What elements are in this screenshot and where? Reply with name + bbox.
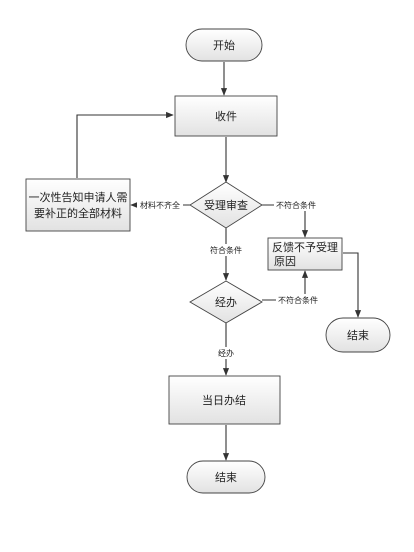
- edge-label-bg: [212, 347, 240, 359]
- edge-label-bg: [137, 199, 183, 211]
- edge-label-bg: [276, 294, 320, 306]
- edge-feedback-end: [343, 252, 362, 318]
- edge-label-met-review: 符合条件: [210, 245, 242, 255]
- edge-notify-receive: [76, 111, 174, 178]
- receive-label: 收件: [215, 109, 237, 123]
- feedback-label-line1: 反馈不予受理: [272, 241, 338, 254]
- start-label: 开始: [213, 38, 235, 52]
- handle-decision: 经办: [189, 280, 263, 324]
- review-label: 受理审查: [204, 198, 248, 212]
- end-bottom-node: 结束: [186, 460, 266, 494]
- notify-node: 一次性告知申请人需 要补正的全部材料: [25, 178, 131, 232]
- edge-label-incomplete: 材料不齐全: [140, 200, 180, 210]
- notify-label-line2: 要补正的全部材料: [34, 206, 122, 220]
- edge-label-bg: [206, 244, 246, 256]
- edge-label-handled: 经办: [218, 348, 234, 358]
- start-node: 开始: [185, 28, 263, 62]
- edge-label-not-met-handle: 不符合条件: [278, 295, 318, 305]
- feedback-node: 反馈不予受理 原因: [267, 237, 343, 271]
- edge-label-bg: [274, 199, 318, 211]
- feedback-label-line2: 原因: [274, 255, 296, 268]
- end-right-node: 结束: [325, 317, 391, 353]
- same-day-label: 当日办结: [202, 393, 246, 407]
- edge-label-not-met-review: 不符合条件: [276, 200, 316, 210]
- notify-label-line1: 一次性告知申请人需: [29, 190, 128, 204]
- handle-label: 经办: [215, 296, 237, 309]
- review-decision: 受理审查: [189, 181, 263, 229]
- end-right-label: 结束: [347, 329, 369, 342]
- same-day-node: 当日办结: [168, 375, 281, 425]
- receive-node: 收件: [174, 95, 278, 137]
- end-bottom-label: 结束: [215, 471, 237, 484]
